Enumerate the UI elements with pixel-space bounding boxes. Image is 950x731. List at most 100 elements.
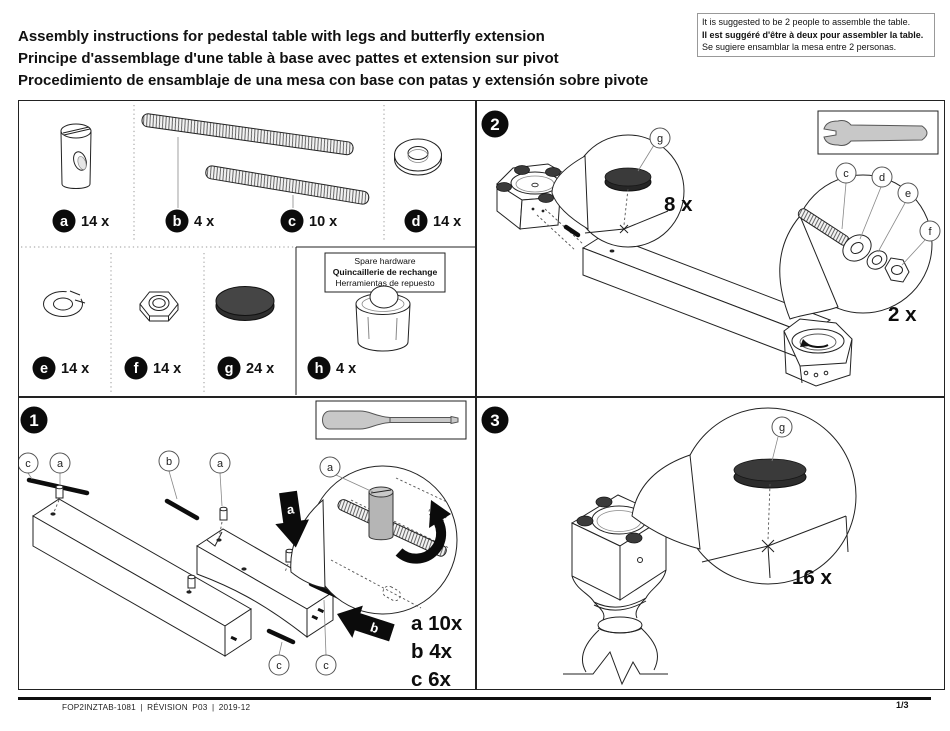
- svg-text:c: c: [276, 660, 282, 672]
- screwdriver-icon: [322, 410, 459, 430]
- footer-rule: [18, 697, 931, 701]
- callout-a: a: [49, 452, 71, 485]
- barrel-nut-pin: [284, 548, 294, 573]
- rod-c: [266, 628, 296, 645]
- part-qty-d: 14 x: [433, 214, 461, 230]
- svg-text:g: g: [657, 133, 663, 145]
- callout-g: g: [637, 127, 671, 172]
- part-qty-a: 14 x: [81, 214, 109, 230]
- part-qty-f: 14 x: [153, 361, 181, 377]
- callout-c: c: [315, 599, 337, 676]
- part-badge-g: [217, 356, 241, 380]
- zoom-bubble: [779, 174, 933, 320]
- callout-g: g: [771, 416, 793, 462]
- svg-text:c: c: [843, 168, 849, 180]
- callout-a: a: [209, 452, 231, 507]
- svg-text:2: 2: [490, 115, 499, 134]
- glide-icon: [355, 285, 411, 352]
- title-line-es: Procedimiento de ensamblaje de una mesa …: [18, 72, 649, 89]
- callout-f: f: [901, 220, 941, 266]
- step-number-badge: 2: [481, 110, 509, 138]
- footer-page: 1/3: [896, 700, 909, 710]
- leg-curved: [196, 528, 334, 639]
- title-line-en: Assembly instructions for pedestal table…: [18, 28, 545, 45]
- part-badge-h: [307, 356, 331, 380]
- step3-panel: 3: [481, 406, 857, 686]
- part-label-h: h 4 x: [307, 356, 356, 380]
- part-qty-b: 4 x: [194, 214, 214, 230]
- svg-text:c: c: [25, 458, 31, 470]
- part-label-c: c 10 x: [280, 209, 337, 233]
- spare-label-es: Herramientas de repuesto: [335, 278, 435, 288]
- barrel-nut-detail: [368, 486, 394, 541]
- part-label-b: b 4 x: [165, 209, 214, 233]
- part-badge-e: [32, 356, 56, 380]
- grid-horizontal-divider: [19, 396, 944, 398]
- rod-b: [164, 498, 200, 521]
- leg-straight: [32, 498, 252, 657]
- threaded-rod-short-icon: [205, 165, 370, 205]
- zoom-bubble: [631, 407, 857, 585]
- callout-d: d: [859, 166, 893, 240]
- spare-hardware-box: Spare hardware Quincaillerie de rechange…: [324, 252, 446, 293]
- beam: [581, 233, 853, 387]
- svg-text:a: a: [217, 458, 224, 470]
- svg-text:c: c: [288, 214, 296, 230]
- step-number-badge: 1: [20, 406, 48, 434]
- pad-qty: 16 x: [792, 566, 832, 589]
- svg-text:g: g: [225, 361, 234, 377]
- part-qty-e: 14 x: [61, 361, 89, 377]
- svg-text:a: a: [60, 214, 69, 230]
- lock-washer-icon: [43, 285, 86, 317]
- step1-panel: 1: [19, 400, 467, 690]
- spare-label-fr: Quincaillerie de rechange: [333, 267, 438, 277]
- part-label-a: a 14 x: [52, 209, 109, 233]
- svg-text:d: d: [879, 172, 885, 184]
- svg-text:a: a: [286, 501, 296, 517]
- instruction-grid: Spare hardware Quincaillerie de rechange…: [18, 100, 945, 690]
- threaded-rod-long-icon: [141, 113, 354, 156]
- part-qty-h: 4 x: [336, 361, 356, 377]
- svg-text:a: a: [57, 458, 64, 470]
- callout-b: b: [158, 450, 180, 500]
- part-qty-c: 10 x: [309, 214, 337, 230]
- svg-text:h: h: [315, 361, 324, 377]
- tool-box: [817, 110, 939, 155]
- title-line-fr: Principe d'assemblage d'une table à base…: [18, 50, 559, 67]
- note-line-es: Se sugiere ensamblar la mesa entre 2 per…: [702, 42, 897, 52]
- svg-text:c: c: [323, 660, 329, 672]
- tool-box: [315, 400, 467, 440]
- bolt-qty: 2 x: [888, 303, 917, 326]
- svg-text:1: 1: [29, 411, 38, 430]
- svg-text:3: 3: [490, 411, 499, 430]
- callout-a: a: [319, 456, 374, 493]
- step-number-badge: 3: [481, 406, 509, 434]
- pad-disc-icon: [215, 286, 275, 321]
- qty-c: c 6x: [411, 668, 451, 690]
- part-badge-c: [280, 209, 304, 233]
- insert-arrow-b: b: [337, 605, 395, 642]
- note-line-en: It is suggested to be 2 people to assemb…: [702, 17, 911, 27]
- part-label-e: e 14 x: [32, 356, 89, 380]
- part-badge-a: [52, 209, 76, 233]
- insert-arrow-a: a: [275, 490, 310, 548]
- hardware-panel: Spare hardware Quincaillerie de rechange…: [21, 105, 475, 395]
- part-badge-d: [404, 209, 428, 233]
- barrel-nut-icon: [60, 123, 92, 189]
- svg-text:d: d: [412, 214, 421, 230]
- svg-text:f: f: [134, 361, 139, 377]
- callout-c: c: [19, 452, 39, 480]
- part-label-d: d 14 x: [404, 209, 461, 233]
- qty-list: a 10x b 4x c 6x: [411, 612, 463, 690]
- note-box: It is suggested to be 2 people to assemb…: [697, 13, 935, 57]
- barrel-nut-pin: [218, 506, 228, 539]
- svg-text:e: e: [40, 361, 48, 377]
- washer-icon: [394, 138, 442, 176]
- page-title: Assembly instructions for pedestal table…: [18, 26, 648, 92]
- qty-a: a 10x: [411, 612, 463, 635]
- svg-text:a: a: [327, 462, 334, 474]
- lock-washer-icon: [866, 250, 888, 270]
- spare-label-en: Spare hardware: [354, 256, 415, 266]
- part-badge-b: [165, 209, 189, 233]
